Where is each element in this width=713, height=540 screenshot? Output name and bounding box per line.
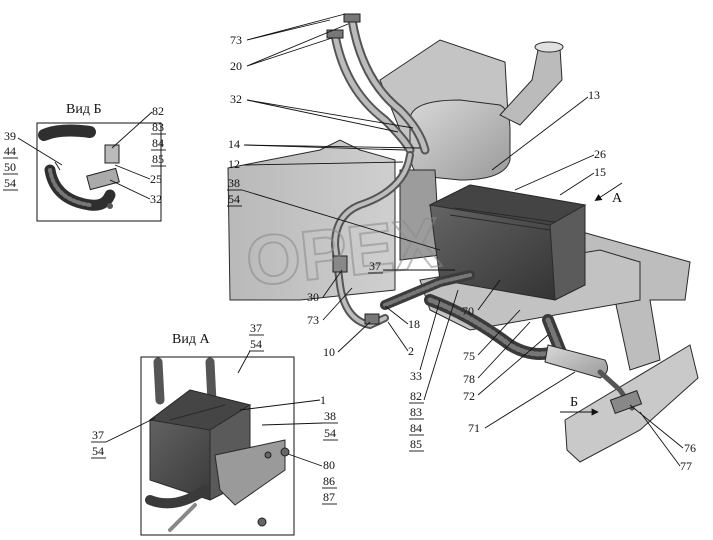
- inset-a-54t: 54: [250, 337, 262, 351]
- inset-a-54l: 54: [92, 444, 104, 458]
- arrow-a-label: А: [612, 191, 623, 206]
- callout-85b: 85: [410, 437, 422, 451]
- inset-b-25: 25: [150, 172, 162, 186]
- inset-b-39: 39: [4, 129, 16, 143]
- inset-b-82: 82: [152, 104, 164, 118]
- main-assembly: ОРЕХ: [227, 13, 699, 463]
- inset-view-b: Вид Б 39 44 50 54 82 83 84 85 25 32: [3, 102, 166, 222]
- inset-b-44: 44: [4, 144, 16, 158]
- filler-neck: [499, 47, 563, 126]
- callout-84b: 84: [410, 421, 422, 435]
- callout-71: 71: [468, 421, 480, 435]
- callout-73b: 73: [307, 313, 319, 327]
- inset-view-b-title: Вид Б: [66, 102, 102, 117]
- callout-12: 12: [228, 157, 240, 171]
- inset-a-1: 1: [320, 393, 326, 407]
- inset-b-84: 84: [152, 136, 164, 150]
- inset-a-80: 80: [323, 458, 335, 472]
- main-callouts: 73 20 32 14 12 38 54 13 26 15 37 30 73 1…: [227, 13, 696, 473]
- callout-38a: 38: [228, 176, 240, 190]
- callout-10: 10: [323, 345, 335, 359]
- callout-14: 14: [228, 137, 240, 151]
- callout-72: 72: [463, 389, 475, 403]
- inset-view-a-title: Вид А: [172, 332, 210, 347]
- callout-2: 2: [408, 344, 414, 358]
- inset-b-83: 83: [152, 120, 164, 134]
- fitting-10: [364, 313, 380, 325]
- inset-b-50: 50: [4, 160, 16, 174]
- inset-a-37l: 37: [92, 428, 104, 442]
- callout-18: 18: [408, 317, 420, 331]
- muffler: [544, 344, 609, 379]
- callout-77: 77: [680, 459, 692, 473]
- callout-32a: 32: [230, 92, 242, 106]
- callout-73a: 73: [230, 33, 242, 47]
- valve-30: [332, 255, 348, 273]
- view-arrow-a: А: [594, 182, 623, 206]
- heater-side: [549, 204, 586, 301]
- filler-cap: [534, 41, 564, 53]
- callout-13: 13: [588, 88, 600, 102]
- callout-75: 75: [463, 349, 475, 363]
- inset-b-32: 32: [150, 192, 162, 206]
- callout-78: 78: [463, 372, 475, 386]
- inset-a-54r: 54: [324, 426, 336, 440]
- callout-33: 33: [410, 369, 422, 383]
- callout-70: 70: [462, 304, 474, 318]
- callout-30: 30: [307, 290, 319, 304]
- callout-54a: 54: [228, 192, 240, 206]
- inset-a-86: 86: [323, 474, 335, 488]
- inset-a-38: 38: [324, 409, 336, 423]
- inset-b-85: 85: [152, 152, 164, 166]
- inset-a-37t: 37: [250, 321, 262, 335]
- hose-clamp-top-b: [343, 13, 361, 23]
- callout-37a: 37: [369, 259, 381, 273]
- callout-15: 15: [594, 165, 606, 179]
- callout-20: 20: [230, 59, 242, 73]
- callout-26: 26: [594, 147, 606, 161]
- arrow-b-label: Б: [570, 395, 578, 410]
- hose-clamp-top-a: [326, 29, 344, 39]
- inset-a-87: 87: [323, 490, 335, 504]
- callout-83b: 83: [410, 405, 422, 419]
- bracket-76: [609, 389, 643, 415]
- inset-b-54: 54: [4, 176, 16, 190]
- view-arrow-b: Б: [560, 395, 599, 416]
- callout-76: 76: [684, 441, 696, 455]
- callout-82b: 82: [410, 389, 422, 403]
- inset-view-a: Вид А 37 54 1 38 54 37 54 80 86 87: [91, 321, 338, 536]
